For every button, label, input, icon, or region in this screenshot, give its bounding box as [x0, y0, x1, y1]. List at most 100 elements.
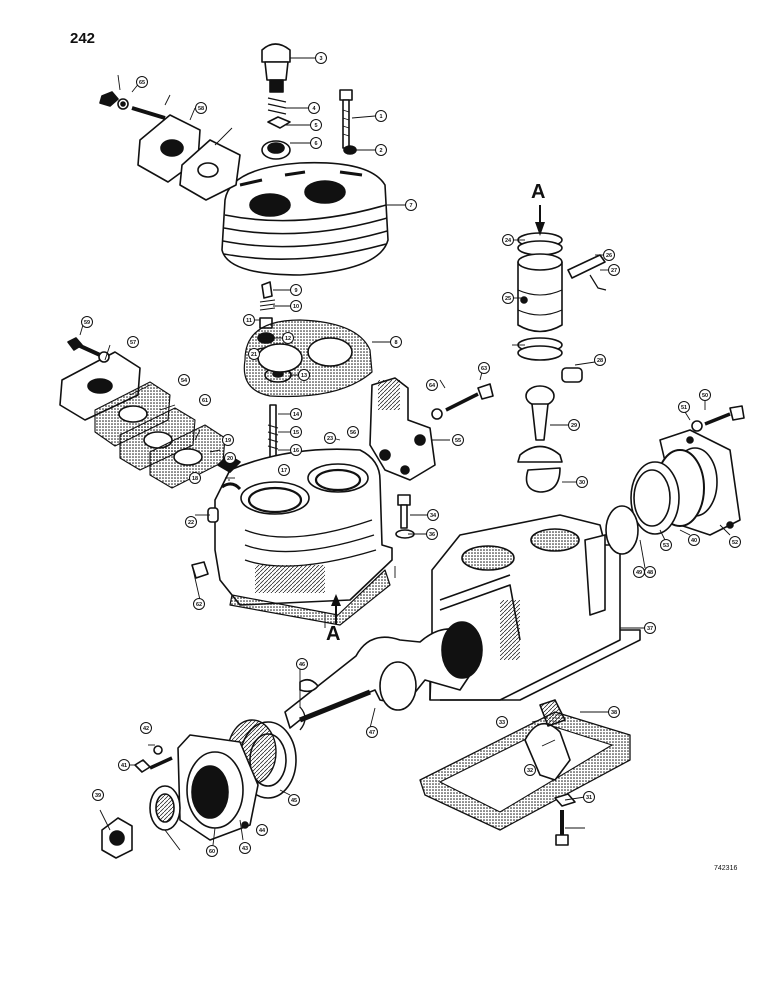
callout-11: 11: [243, 314, 255, 326]
callout-label: 63: [481, 366, 487, 372]
callout-12: 12: [282, 332, 294, 344]
callout-17: 17: [278, 464, 290, 476]
callout-54: 54: [178, 374, 190, 386]
callout-46: 46: [296, 658, 308, 670]
callout-52: 52: [729, 536, 741, 548]
callout-19: 19: [222, 434, 234, 446]
head-bolt: [339, 89, 357, 155]
callout-39: 39: [92, 789, 104, 801]
block-bolt: [395, 494, 415, 539]
callout-1: 1: [375, 110, 387, 122]
callout-56: 56: [347, 426, 359, 438]
callout-label: 16: [293, 448, 299, 454]
callout-label: 62: [196, 602, 202, 608]
callout-label: 7: [409, 203, 412, 209]
callout-label: 8: [394, 340, 397, 346]
callout-label: 9: [294, 288, 297, 294]
callout-label: 46: [299, 662, 305, 668]
callout-label: 38: [611, 710, 617, 716]
callout-61: 61: [199, 394, 211, 406]
callout-51: 51: [678, 401, 690, 413]
callout-18: 18: [189, 472, 201, 484]
callout-58: 58: [195, 102, 207, 114]
callout-label: 19: [225, 438, 231, 444]
callout-41: 41: [118, 759, 130, 771]
callout-label: 49: [636, 570, 642, 576]
callout-10: 10: [290, 300, 302, 312]
callout-label: 31: [586, 795, 592, 801]
callout-label: 23: [327, 436, 333, 442]
callout-label: 40: [691, 538, 697, 544]
callout-label: 12: [285, 336, 291, 342]
callout-label: 43: [242, 846, 248, 852]
callout-label: 10: [293, 304, 299, 310]
drain-plug: [191, 561, 209, 579]
callout-label: 47: [369, 730, 375, 736]
callout-34: 34: [427, 509, 439, 521]
section-marker-bottom: A: [326, 594, 341, 645]
intake-flange: [137, 114, 241, 201]
cylinder-head: [221, 161, 389, 276]
callout-label: 51: [681, 405, 687, 411]
bearing-cap: [524, 699, 571, 781]
callout-label: 39: [95, 793, 101, 799]
cover-bolt: [691, 405, 745, 432]
governor-bolt: [431, 383, 494, 420]
unloader-cap: [261, 43, 291, 160]
callout-label: 20: [227, 456, 233, 462]
callout-59: 59: [81, 316, 93, 328]
base-bolt: [554, 793, 576, 846]
callout-36: 36: [426, 528, 438, 540]
callout-4: 4: [308, 102, 320, 114]
callout-13: 13: [298, 369, 310, 381]
callout-29: 29: [568, 419, 580, 431]
callout-label: 34: [430, 513, 437, 519]
callout-label: 25: [505, 296, 511, 302]
callout-label: 1: [379, 114, 382, 120]
callout-60: 60: [206, 845, 218, 857]
callout-32: 32: [524, 764, 536, 776]
callout-label: 15: [293, 430, 299, 436]
callout-55: 55: [452, 434, 464, 446]
callout-33: 33: [496, 716, 508, 728]
callout-label: 45: [291, 798, 297, 804]
callout-44: 44: [256, 824, 268, 836]
callout-label: 3: [319, 56, 322, 62]
callout-label: 37: [647, 626, 653, 632]
callout-48: 48: [644, 566, 656, 578]
exhaust-bolt: [67, 337, 110, 363]
callout-label: 30: [579, 480, 585, 486]
callout-label: 22: [188, 520, 194, 526]
callout-8: 8: [390, 336, 402, 348]
callout-62: 62: [193, 598, 205, 610]
callout-label: 41: [121, 763, 127, 769]
callout-label: 50: [702, 393, 708, 399]
callout-label: 44: [259, 828, 266, 834]
callout-label: 58: [198, 106, 204, 112]
callout-9: 9: [290, 284, 302, 296]
callout-43: 43: [239, 842, 251, 854]
callouts: 1234567891011121314151617181920212223242…: [81, 52, 741, 857]
callout-26: 26: [603, 249, 615, 261]
callout-30: 30: [576, 476, 588, 488]
callout-label: 13: [301, 373, 307, 379]
callout-label: 42: [143, 726, 149, 732]
page-number: 242: [70, 30, 96, 47]
connecting-rod: [517, 367, 583, 493]
callout-3: 3: [315, 52, 327, 64]
cover-bolt-front: [134, 745, 173, 773]
callout-16: 16: [290, 444, 302, 456]
callout-label: 24: [505, 238, 512, 244]
callout-label: 4: [312, 106, 316, 112]
callout-label: 48: [647, 570, 653, 576]
callout-label: 61: [202, 398, 208, 404]
piston-assembly: [517, 232, 607, 361]
governor: [369, 377, 436, 481]
callout-5: 5: [310, 119, 322, 131]
callout-42: 42: [140, 722, 152, 734]
callout-57: 57: [127, 336, 139, 348]
callout-label: 27: [611, 268, 617, 274]
callout-label: 29: [571, 423, 577, 429]
